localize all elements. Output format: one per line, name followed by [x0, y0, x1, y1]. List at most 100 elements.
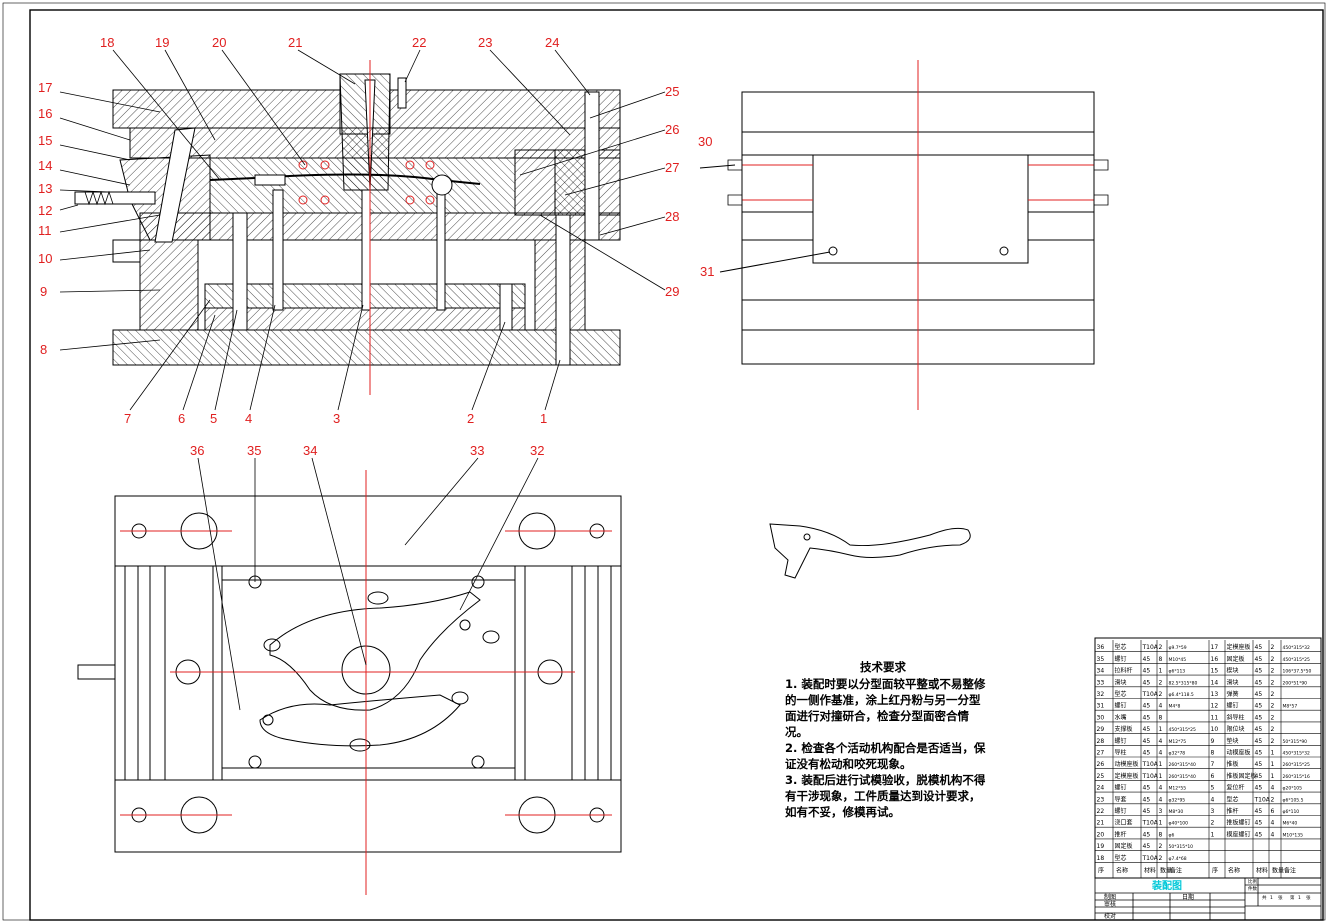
bom-cell: M12*75 [1169, 739, 1187, 745]
part-label: 21 [288, 35, 302, 50]
bom-cell: 26 [1097, 761, 1105, 768]
bom-cell: 2 [1159, 843, 1163, 850]
bom-cell: 33 [1097, 679, 1105, 686]
bom-cell: 1 [1159, 820, 1163, 827]
bom-cell: 4 [1159, 750, 1163, 757]
bom-cell: 15 [1211, 668, 1219, 675]
bom-cell: 50*315*10 [1169, 844, 1194, 850]
sheet-count: 1 [1270, 895, 1273, 901]
part-label: 32 [530, 443, 544, 458]
bom-cell: φ20*105 [1283, 786, 1303, 792]
bom-cell: 定模座板 [1115, 772, 1139, 780]
bom-cell: 1 [1271, 773, 1275, 780]
bom-cell: 1 [1159, 726, 1163, 733]
bom-cell: 260*315*16 [1283, 774, 1311, 780]
bom-cell: 45 [1143, 668, 1151, 675]
part-label: 10 [38, 251, 52, 266]
part-label: 30 [698, 134, 712, 149]
sheet-total-label: 共 [1262, 894, 1267, 901]
bom-header: 材料 [1256, 866, 1268, 874]
bom-cell: 450*315*32 [1283, 751, 1311, 757]
bom-cell: 2 [1159, 691, 1163, 698]
bom-cell: 36 [1097, 644, 1105, 651]
role-label: 制图 [1104, 893, 1116, 901]
bom-cell: 50*315*90 [1283, 739, 1308, 745]
bom-header: 备注 [1284, 866, 1296, 874]
bom-cell: 4 [1271, 831, 1275, 838]
date-label: 日期 [1182, 893, 1194, 901]
part-label: 11 [38, 223, 52, 238]
bom-cell: 8 [1159, 714, 1163, 721]
part-label: 18 [100, 35, 114, 50]
bom-cell: 9 [1211, 738, 1215, 745]
bom-cell: 45 [1143, 796, 1151, 803]
bom-cell: 14 [1211, 679, 1219, 686]
bom-cell: 6 [1271, 808, 1275, 815]
main-view-label-numbers: 17 16 15 14 13 12 11 10 9 8 18 19 20 21 … [38, 35, 679, 426]
tech-title: 技术要求 [860, 660, 906, 674]
bom-header: 数量 [1160, 866, 1172, 874]
bom-cell: φ6.4*118.5 [1169, 692, 1194, 698]
part-label: 7 [124, 411, 131, 426]
part-label: 6 [178, 411, 185, 426]
bom-cell: φ6*110 [1283, 809, 1300, 815]
bom-cell: T10A [1142, 644, 1159, 651]
bom-cell: 1 [1159, 773, 1163, 780]
bom-cell: 45 [1255, 656, 1263, 663]
bom-cell: 45 [1255, 714, 1263, 721]
bom-cell: 23 [1097, 796, 1105, 803]
bom-cell: 450*315*25 [1283, 657, 1311, 663]
bom-cell: 3 [1159, 808, 1163, 815]
bom-cell: M8*30 [1169, 809, 1184, 815]
bom-cell: 支撑板 [1115, 725, 1133, 733]
part-label: 17 [38, 80, 52, 95]
bom-cell: 45 [1255, 785, 1263, 792]
tech-line: 面进行对撞研合，检查分型面密合情 [785, 709, 969, 723]
main-view-leaders [59, 49, 666, 411]
bom-cell: 45 [1143, 750, 1151, 757]
bom-cell: 20 [1097, 831, 1105, 838]
bom-cell: 1 [1159, 761, 1163, 768]
bom-cell: 模座螺钉 [1227, 830, 1251, 838]
bom-cell: 推板 [1227, 760, 1239, 768]
bom-cell: 推杆 [1227, 807, 1239, 815]
tech-requirements: 技术要求 1. 装配时要以分型面较平整或不易整修 的一侧作基准，涂上红丹粉与另一… [785, 660, 986, 819]
bom-cell: 动模座板 [1115, 760, 1139, 768]
bom-cell: 4 [1211, 796, 1215, 803]
bom-cell: 2 [1271, 668, 1275, 675]
bom-cell: 45 [1255, 668, 1263, 675]
plan-view-leaders [197, 457, 539, 711]
bom-cell: 7 [1211, 761, 1215, 768]
part-label: 26 [665, 122, 679, 137]
part-label: 35 [247, 443, 261, 458]
bom-cell: 1 [1211, 831, 1215, 838]
main-section-view [74, 60, 621, 395]
bom-cell: 24 [1097, 785, 1105, 792]
part-label: 29 [665, 284, 679, 299]
part-label: 9 [40, 284, 47, 299]
bom-cell: 螺钉 [1227, 702, 1239, 710]
bom-cell: 22 [1097, 808, 1105, 815]
bom-cell: 27 [1097, 750, 1105, 757]
bom-cell: T10A [1142, 691, 1159, 698]
part-label: 28 [665, 209, 679, 224]
bom-cell: 4 [1271, 785, 1275, 792]
part-label: 16 [38, 106, 52, 121]
tech-line: 2. 检查各个活动机构配合是否适当，保 [785, 741, 986, 755]
bom-cell: 固定板 [1115, 842, 1133, 850]
bom-cell: T10A [1142, 855, 1159, 862]
bom-cell: 32 [1097, 691, 1105, 698]
bom-cell: 45 [1255, 773, 1263, 780]
bom-cell: 200*51*90 [1283, 680, 1308, 686]
bom-cell: 45 [1143, 726, 1151, 733]
bom-cell: 31 [1097, 703, 1105, 710]
bom-cell: φ32*95 [1169, 797, 1186, 803]
bom-cell: 斜导柱 [1227, 713, 1245, 721]
bom-cell: M6*40 [1283, 821, 1298, 827]
bom-cell: 2 [1159, 679, 1163, 686]
bom-cell: 2 [1271, 679, 1275, 686]
part-sketch [769, 523, 971, 579]
part-label: 5 [210, 411, 217, 426]
bom-cell: T10A [1142, 761, 1159, 768]
bom-cell: 260*315*40 [1169, 774, 1197, 780]
